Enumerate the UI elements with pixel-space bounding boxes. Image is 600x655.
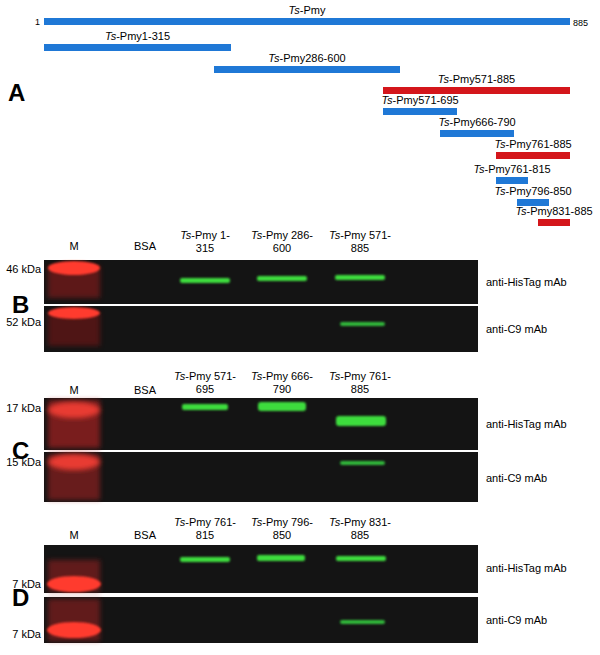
lane-header: Ts-Pmy 831-885 [329, 516, 391, 542]
marker-smear [48, 454, 100, 500]
antibody-label: anti-HisTag mAb [486, 418, 567, 431]
size-marker: 46 kDa [6, 263, 41, 276]
antibody-label: anti-C9 mAb [486, 323, 547, 336]
protein-band [340, 620, 385, 624]
blot-membrane [44, 597, 478, 643]
lane-header: Ts-Pmy 666-790 [251, 370, 313, 396]
antibody-label: anti-C9 mAb [486, 472, 547, 485]
panel-letter: B [12, 292, 29, 318]
fragment-bar: Ts-Pmy1-315 [44, 44, 231, 51]
antibody-label: anti-C9 mAb [486, 614, 547, 627]
size-marker: 7 kDa [12, 628, 41, 641]
lane-header: M [69, 529, 78, 542]
protein-band [182, 404, 228, 410]
fragment-label: Ts-Pmy [289, 4, 326, 17]
lane-header: Ts-Pmy 571-695 [174, 370, 236, 396]
fragment-label: Ts-Pmy761-885 [494, 138, 571, 151]
marker-band [47, 576, 101, 592]
blot-panel-b [44, 260, 478, 352]
protein-band [257, 555, 305, 561]
fragment-label: Ts-Pmy286-600 [268, 52, 345, 65]
fragment-bar: Ts-Pmy571-695 [383, 108, 457, 115]
marker-smear [48, 560, 100, 592]
fragment-label: Ts-Pmy831-885 [515, 205, 592, 218]
fragment-bar: Ts-Pmy831-885 [538, 219, 570, 226]
protein-band [340, 461, 385, 465]
fragment-bar: Ts-Pmy571-885 [383, 87, 570, 94]
panel-letter: A [8, 80, 25, 106]
protein-band [258, 402, 306, 411]
marker-band [47, 622, 101, 638]
lane-header: M [69, 240, 78, 253]
lane-header: Ts-Pmy 761-815 [174, 516, 236, 542]
blot-membrane [44, 260, 478, 304]
protein-band [340, 322, 385, 326]
lane-header: Ts-Pmy 571-885 [329, 229, 391, 255]
blot-panel-c [44, 398, 478, 502]
marker-smear [48, 400, 100, 448]
fragment-label: Ts-Pmy571-885 [438, 73, 515, 86]
protein-band [336, 416, 386, 426]
size-marker: 15 kDa [6, 456, 41, 469]
lane-header: Ts-Pmy 796-850 [251, 516, 313, 542]
protein-band [335, 275, 385, 280]
fragment-bar: Ts-Pmy666-790 [440, 130, 514, 137]
fragment-label: Ts-Pmy796-850 [494, 185, 571, 198]
fragment-bar: Ts-Pmy761-815 [496, 177, 528, 184]
marker-band [48, 261, 100, 275]
lane-header: BSA [134, 529, 156, 542]
blot-membrane [44, 545, 478, 593]
blot-membrane [44, 452, 478, 502]
antibody-label: anti-HisTag mAb [486, 276, 567, 289]
marker-band [48, 307, 100, 319]
marker-band [48, 402, 100, 418]
protein-band [257, 276, 307, 281]
protein-band [180, 278, 230, 283]
protein-band [180, 557, 230, 562]
lane-header: Ts-Pmy 1-315 [174, 229, 236, 255]
blot-membrane [44, 306, 478, 352]
marker-smear [48, 599, 100, 641]
fragment-label: Ts-Pmy666-790 [438, 116, 515, 129]
fragment-bar: Ts-Pmy761-885 [496, 152, 570, 159]
fragment-label: Ts-Pmy761-815 [473, 163, 550, 176]
blot-membrane [44, 398, 478, 450]
lane-header: M [69, 384, 78, 397]
lane-header: Ts-Pmy 761-885 [329, 370, 391, 396]
full-protein-bar: Ts-Pmy1885 [44, 18, 570, 25]
size-marker: 52 kDa [6, 316, 41, 329]
protein-band [336, 556, 386, 561]
size-marker: 17 kDa [6, 402, 41, 415]
lane-header: BSA [134, 384, 156, 397]
residue-number: 1 [35, 17, 40, 28]
fragment-label: Ts-Pmy1-315 [105, 30, 170, 43]
marker-band [48, 454, 100, 470]
residue-number: 885 [573, 18, 588, 29]
lane-header: Ts-Pmy 286-600 [251, 229, 313, 255]
lane-header: BSA [134, 240, 156, 253]
fragment-bar: Ts-Pmy286-600 [214, 66, 400, 73]
antibody-label: anti-HisTag mAb [486, 562, 567, 575]
fragment-bar: Ts-Pmy796-850 [517, 199, 549, 206]
size-marker: 7 kDa [12, 578, 41, 591]
blot-panel-d [44, 545, 478, 643]
fragment-label: Ts-Pmy571-695 [381, 94, 458, 107]
